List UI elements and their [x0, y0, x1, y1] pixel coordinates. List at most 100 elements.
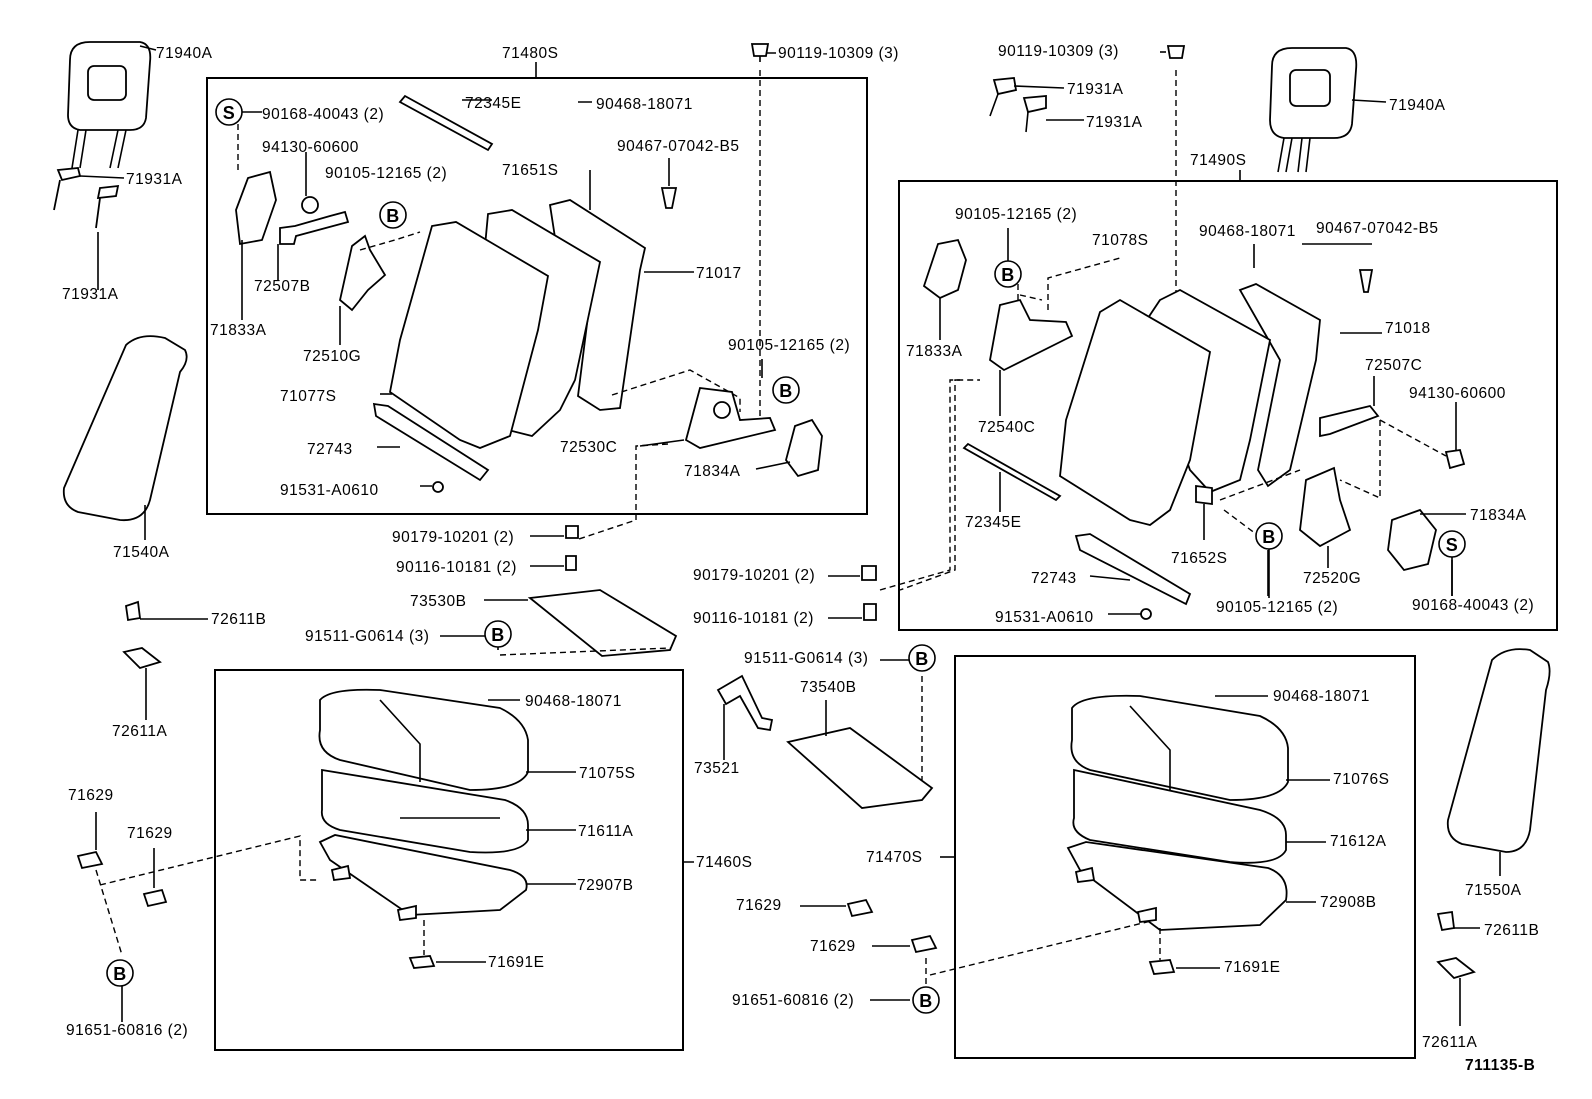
- part-label: 91511-G0614 (3): [744, 650, 868, 667]
- part-label: 72507B: [254, 278, 310, 295]
- svg-text:B: B: [919, 991, 933, 1011]
- part-label: 91511-G0614 (3): [305, 628, 429, 645]
- svg-text:S: S: [223, 103, 236, 123]
- part-label: 71629: [810, 938, 856, 955]
- svg-text:B: B: [491, 625, 505, 645]
- callout-b-mid-bottom: B: [912, 986, 940, 1014]
- part-label: 71834A: [684, 463, 741, 480]
- part-label: 72743: [307, 441, 353, 458]
- label-71490S: 71490S: [1190, 152, 1246, 169]
- svg-text:B: B: [915, 649, 929, 669]
- figure-code: 711135-B: [1465, 1057, 1535, 1074]
- part-label: 72507C: [1365, 357, 1422, 374]
- part-label: 72611B: [211, 611, 266, 628]
- part-label: 71931A: [1067, 81, 1124, 98]
- part-label: 71540A: [113, 544, 170, 561]
- label-71460S: 71460S: [696, 854, 752, 871]
- part-label: 72611A: [1422, 1034, 1477, 1051]
- right-cushion-drawing: [1066, 694, 1330, 975]
- part-label: 90116-10181 (2): [693, 610, 814, 627]
- part-label: 94130-60600: [1409, 385, 1506, 402]
- part-label: 71075S: [579, 765, 635, 782]
- part-label: 71629: [68, 787, 114, 804]
- callout-s-right: S: [1438, 530, 1466, 558]
- callout-b-bottom-left: B: [106, 959, 134, 987]
- part-label: 90168-40043 (2): [1412, 597, 1534, 614]
- headrest-left-drawing: [53, 41, 157, 290]
- part-label: 90179-10201 (2): [693, 567, 815, 584]
- part-label: 90467-07042-B5: [617, 138, 740, 155]
- part-label: 71550A: [1465, 882, 1522, 899]
- part-label: 71931A: [1086, 114, 1143, 131]
- svg-text:B: B: [1262, 527, 1276, 547]
- part-label: 71629: [127, 825, 173, 842]
- svg-text:B: B: [113, 964, 127, 984]
- label-71470S: 71470S: [866, 849, 922, 866]
- callout-s-left: S: [215, 98, 243, 126]
- part-label: 90468-18071: [525, 693, 622, 710]
- part-label: 72611A: [112, 723, 167, 740]
- part-label: 73521: [694, 760, 740, 777]
- label-71480S: 71480S: [502, 45, 558, 62]
- part-label: 71652S: [1171, 550, 1227, 567]
- part-label: 71077S: [280, 388, 336, 405]
- box-71480S: [206, 77, 868, 515]
- part-label: 90179-10201 (2): [392, 529, 514, 546]
- part-label: 90119-10309 (3): [778, 45, 899, 62]
- part-label: 72908B: [1320, 894, 1376, 911]
- part-label: 90168-40043 (2): [262, 106, 384, 123]
- callout-b-plate-left: B: [484, 620, 512, 648]
- part-label: 71833A: [210, 322, 267, 339]
- part-label: 91651-60816 (2): [66, 1022, 188, 1039]
- part-label: 71833A: [906, 343, 963, 360]
- part-label: 71931A: [62, 286, 119, 303]
- part-label: 90468-18071: [1199, 223, 1296, 240]
- clip-right-drawing: [1436, 910, 1476, 980]
- armrest-left-drawing: [62, 335, 188, 522]
- callout-b-right-2: B: [1255, 522, 1283, 550]
- part-label: 71018: [1385, 320, 1431, 337]
- callout-b-plate-right: B: [908, 644, 936, 672]
- part-label: 72530C: [560, 439, 617, 456]
- svg-text:S: S: [1446, 535, 1459, 555]
- left-backrest-drawing: [235, 43, 823, 541]
- part-label: 73540B: [800, 679, 856, 696]
- part-label: 94130-60600: [262, 139, 359, 156]
- part-label: 72907B: [577, 877, 633, 894]
- part-label: 90105-12165 (2): [955, 206, 1077, 223]
- svg-text:B: B: [779, 381, 793, 401]
- part-label: 72510G: [303, 348, 361, 365]
- part-label: 90116-10181 (2): [396, 559, 517, 576]
- part-label: 71076S: [1333, 771, 1389, 788]
- callout-b-left-1: B: [379, 201, 407, 229]
- svg-text:B: B: [386, 206, 400, 226]
- part-label: 72540C: [978, 419, 1035, 436]
- armrest-right-drawing: [1446, 648, 1551, 853]
- part-label: 71834A: [1470, 507, 1527, 524]
- part-label: 71940A: [156, 45, 213, 62]
- part-label: 90119-10309 (3): [998, 43, 1119, 60]
- callout-b-left-2: B: [772, 376, 800, 404]
- part-label: 71940A: [1389, 97, 1446, 114]
- clip-left-drawing: [122, 600, 162, 670]
- part-label: 91531-A0610: [995, 609, 1094, 626]
- right-backrest-drawing: [899, 228, 1466, 620]
- part-labels: 71940A 71931A 71931A 71540A 72611B 72611…: [62, 43, 1539, 1051]
- part-label: 72611B: [1484, 922, 1539, 939]
- part-label: 71629: [736, 897, 782, 914]
- part-label: 71612A: [1330, 833, 1387, 850]
- part-label: 90467-07042-B5: [1316, 220, 1439, 237]
- part-label: 90105-12165 (2): [325, 165, 447, 182]
- part-label: 71017: [696, 265, 742, 282]
- part-label: 71651S: [502, 162, 558, 179]
- part-label: 91651-60816 (2): [732, 992, 854, 1009]
- part-label: 72345E: [965, 514, 1021, 531]
- part-label: 72743: [1031, 570, 1077, 587]
- part-label: 73530B: [410, 593, 466, 610]
- part-label: 71078S: [1092, 232, 1148, 249]
- part-label: 72520G: [1303, 570, 1361, 587]
- part-label: 72345E: [465, 95, 521, 112]
- part-label: 90105-12165 (2): [1216, 599, 1338, 616]
- middle-fasteners-drawing: [440, 379, 1156, 1001]
